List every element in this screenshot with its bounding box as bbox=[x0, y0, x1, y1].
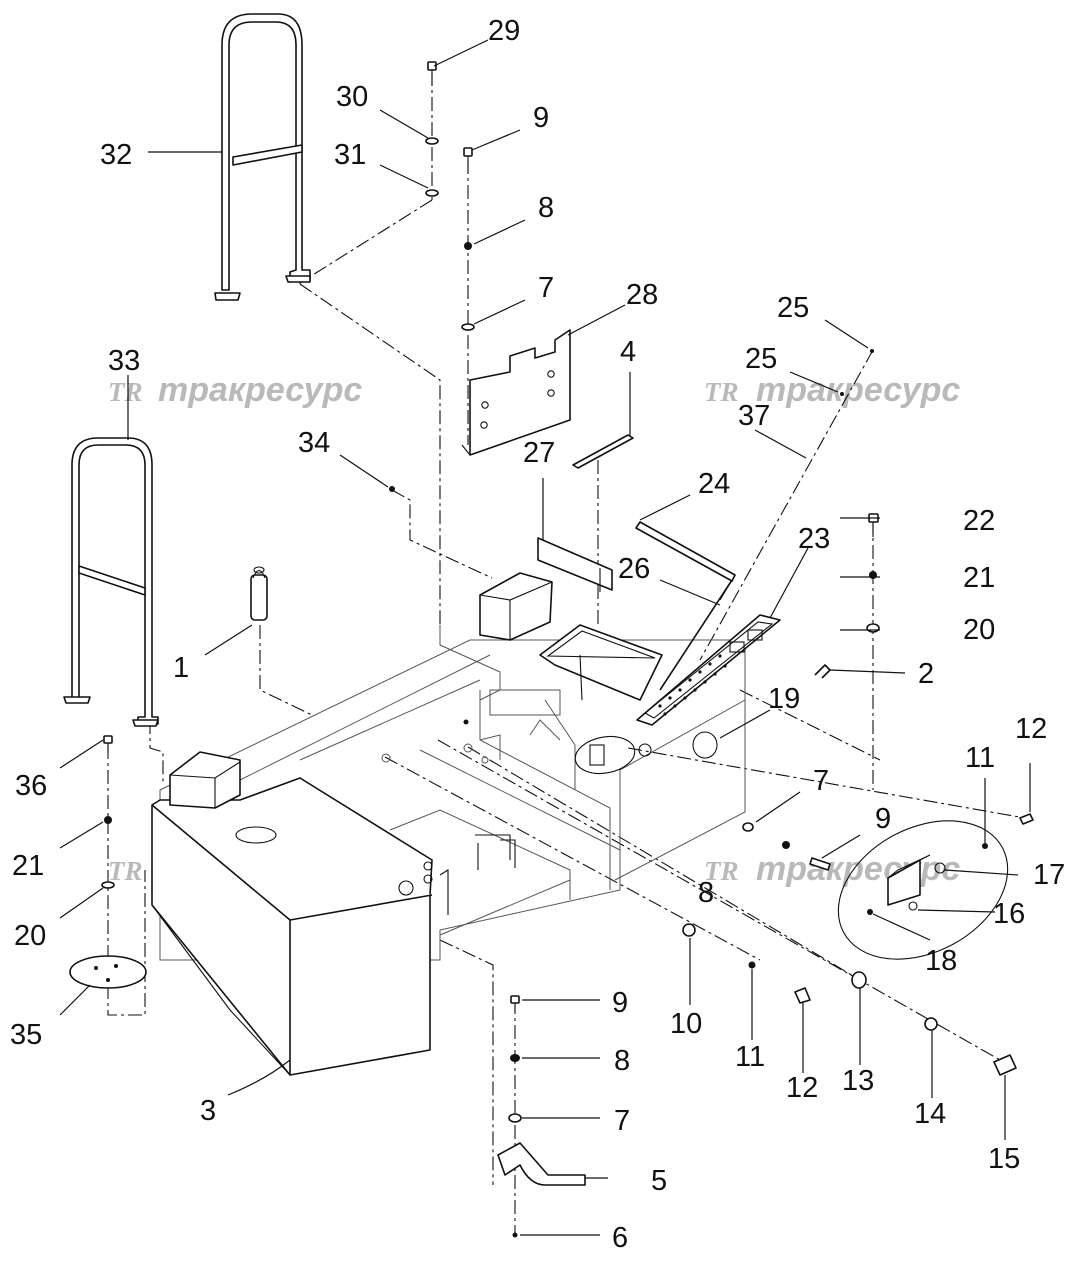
callout-9-mid: 9 bbox=[875, 803, 891, 835]
callout-1: 1 bbox=[173, 652, 189, 684]
handrail-left bbox=[63, 437, 159, 727]
callout-8-bottom: 8 bbox=[614, 1045, 630, 1077]
callout-23: 23 bbox=[798, 523, 830, 555]
foot-step bbox=[497, 1142, 586, 1186]
callout-32: 32 bbox=[100, 139, 132, 171]
callout-27: 27 bbox=[523, 437, 555, 469]
callout-9-top: 9 bbox=[533, 102, 549, 134]
callout-14: 14 bbox=[914, 1098, 946, 1130]
callout-22: 22 bbox=[963, 505, 995, 537]
assembly-lines bbox=[107, 72, 1026, 1235]
callout-5: 5 bbox=[651, 1165, 667, 1197]
callout-11-bottom: 11 bbox=[735, 1041, 765, 1073]
callout-11-top: 11 bbox=[965, 742, 995, 774]
callout-25-mid: 25 bbox=[745, 343, 777, 375]
callout-labels: 29 30 31 32 9 8 7 28 4 25 25 37 33 34 27… bbox=[10, 15, 1065, 1254]
watermark-bottom-right: TR тракресурс bbox=[704, 850, 960, 888]
hatch-assembly bbox=[539, 574, 781, 726]
callout-2: 2 bbox=[918, 658, 934, 690]
callout-29: 29 bbox=[488, 15, 520, 47]
callout-17: 17 bbox=[1033, 859, 1065, 891]
watermark-logo: TR bbox=[108, 377, 143, 407]
hinge-strip bbox=[635, 521, 736, 582]
watermark-text: тракресурс bbox=[158, 371, 362, 409]
callout-4: 4 bbox=[620, 336, 636, 368]
callout-15: 15 bbox=[988, 1143, 1020, 1175]
mounting-bracket bbox=[461, 329, 571, 456]
callout-30: 30 bbox=[336, 81, 368, 113]
callout-24: 24 bbox=[698, 468, 730, 500]
callout-18: 18 bbox=[925, 945, 957, 977]
callout-36: 36 bbox=[15, 770, 47, 802]
seal-strip bbox=[572, 434, 634, 469]
callout-13: 13 bbox=[842, 1065, 874, 1097]
callout-20-right: 20 bbox=[963, 614, 995, 646]
callout-7-top: 7 bbox=[538, 272, 554, 304]
detail-loop bbox=[574, 735, 636, 775]
callout-33: 33 bbox=[108, 345, 140, 377]
callout-12-bottom: 12 bbox=[786, 1072, 818, 1104]
handrail-top bbox=[214, 13, 311, 301]
callout-10: 10 bbox=[670, 1008, 702, 1040]
watermark-top-left: TR тракресурс bbox=[108, 371, 362, 409]
fasteners bbox=[101, 61, 1034, 1238]
callout-6: 6 bbox=[612, 1222, 628, 1254]
callout-35: 35 bbox=[10, 1019, 42, 1051]
leader-lines bbox=[59, 39, 1031, 1236]
callout-16: 16 bbox=[993, 898, 1025, 930]
fuel-tank bbox=[151, 751, 433, 1076]
callout-12-top: 12 bbox=[1015, 713, 1047, 745]
battery-box bbox=[389, 486, 553, 641]
callout-3: 3 bbox=[200, 1095, 216, 1127]
watermark-logo: TR bbox=[704, 377, 739, 407]
watermark-logo: TR bbox=[704, 856, 739, 886]
callout-8-top: 8 bbox=[538, 192, 554, 224]
callout-21-left: 21 bbox=[12, 850, 44, 882]
pin-cylinder bbox=[250, 566, 268, 621]
hatch-perforations bbox=[658, 654, 727, 716]
detail-view bbox=[837, 820, 1009, 960]
base-plate bbox=[69, 955, 147, 989]
callout-26: 26 bbox=[618, 553, 650, 585]
callout-25-top: 25 bbox=[777, 292, 809, 324]
watermark-logo: TR bbox=[108, 856, 143, 886]
callout-19: 19 bbox=[768, 683, 800, 715]
callout-7-mid: 7 bbox=[813, 765, 829, 797]
callout-37: 37 bbox=[738, 400, 770, 432]
callout-21-right: 21 bbox=[963, 562, 995, 594]
callout-28: 28 bbox=[626, 279, 658, 311]
callout-8-mid: 8 bbox=[698, 877, 714, 909]
callout-7-bottom: 7 bbox=[614, 1105, 630, 1137]
callout-20-left: 20 bbox=[14, 920, 46, 952]
gasket-panel bbox=[537, 537, 613, 592]
callout-34: 34 bbox=[298, 427, 330, 459]
callout-9-bottom: 9 bbox=[612, 987, 628, 1019]
callout-31: 31 bbox=[334, 139, 366, 171]
